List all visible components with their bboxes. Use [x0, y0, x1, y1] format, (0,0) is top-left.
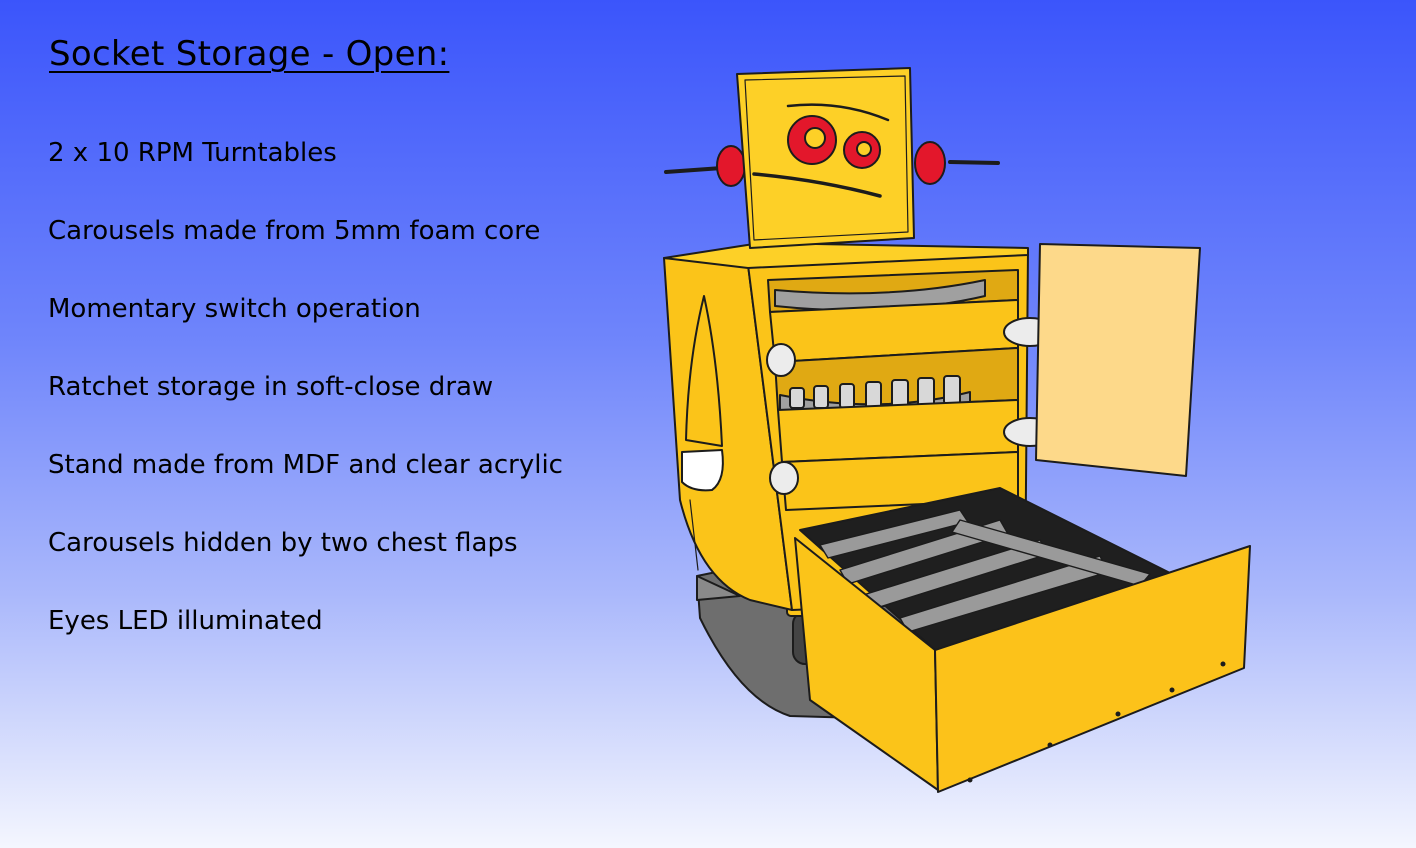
right-ear-icon [914, 141, 946, 185]
feature-item: Carousels made from 5mm foam core [48, 216, 541, 246]
left-ear-icon [716, 145, 746, 187]
slide-title: Socket Storage - Open: [49, 34, 450, 74]
drawer-front [934, 545, 1251, 793]
robot-cabinet-illustration [663, 67, 1251, 793]
feature-item: Eyes LED illuminated [48, 606, 323, 636]
robot-arm [685, 295, 723, 447]
feature-item: Momentary switch operation [48, 294, 421, 324]
feature-list: 2 x 10 RPM Turntables Carousels made fro… [48, 134, 563, 680]
cabinet-top [663, 242, 1029, 269]
feature-item: Ratchet storage in soft-close draw [48, 372, 494, 402]
robot-mouth [752, 172, 882, 198]
feature-item: Carousels hidden by two chest flaps [48, 528, 518, 558]
hinge [769, 461, 799, 495]
feature-item: Stand made from MDF and clear acrylic [48, 450, 563, 480]
robot-hand [681, 449, 724, 492]
chest-flap-open [1035, 243, 1201, 477]
hinge [766, 343, 796, 377]
feature-item: 2 x 10 RPM Turntables [48, 138, 337, 168]
